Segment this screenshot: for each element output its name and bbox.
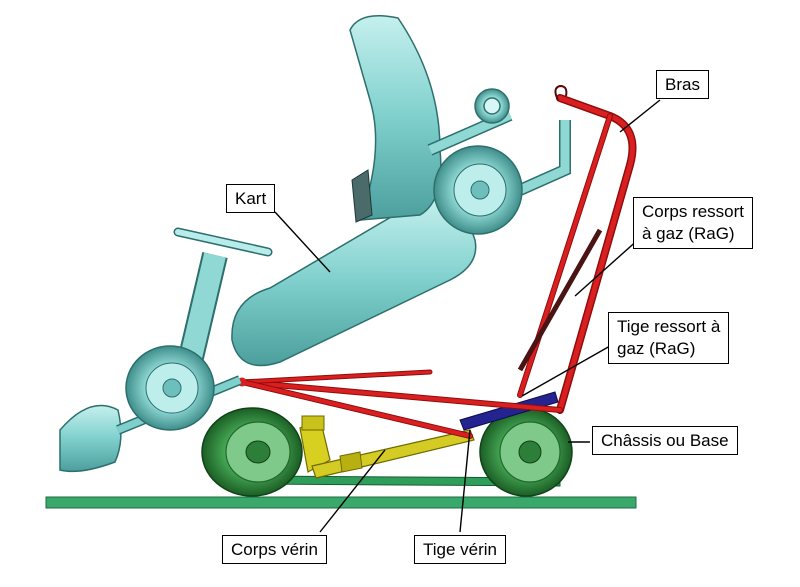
label-tige-ressort: Tige ressort à gaz (RaG)	[608, 312, 730, 364]
ground-bar	[45, 496, 637, 509]
kart-wheel-rear	[433, 145, 523, 235]
frame-arm	[237, 94, 637, 439]
jack-cylinder	[299, 415, 475, 479]
gas-spring-lower	[459, 391, 559, 431]
kart-wheel-front	[125, 345, 215, 431]
label-kart: Kart	[226, 184, 276, 213]
label-corps-ressort-line2: à gaz (RaG)	[642, 224, 735, 243]
label-tige-ressort-line2: gaz (RaG)	[617, 339, 696, 358]
gas-spring-body	[517, 228, 603, 372]
label-tige-ressort-line1: Tige ressort à	[617, 317, 721, 336]
arm-hook	[554, 84, 568, 101]
label-corps-ressort-line1: Corps ressort	[642, 202, 745, 221]
label-chassis: Châssis ou Base	[592, 426, 738, 455]
chassis-wheel-left	[201, 407, 303, 497]
kart	[59, 15, 571, 473]
label-tige-verin: Tige vérin	[414, 535, 507, 564]
label-corps-ressort: Corps ressort à gaz (RaG)	[633, 197, 754, 249]
label-bras: Bras	[656, 70, 709, 99]
engine-detail	[351, 169, 373, 223]
chassis-wheel-right	[479, 407, 573, 497]
label-corps-verin: Corps vérin	[222, 535, 327, 564]
leader-lines	[274, 99, 661, 533]
